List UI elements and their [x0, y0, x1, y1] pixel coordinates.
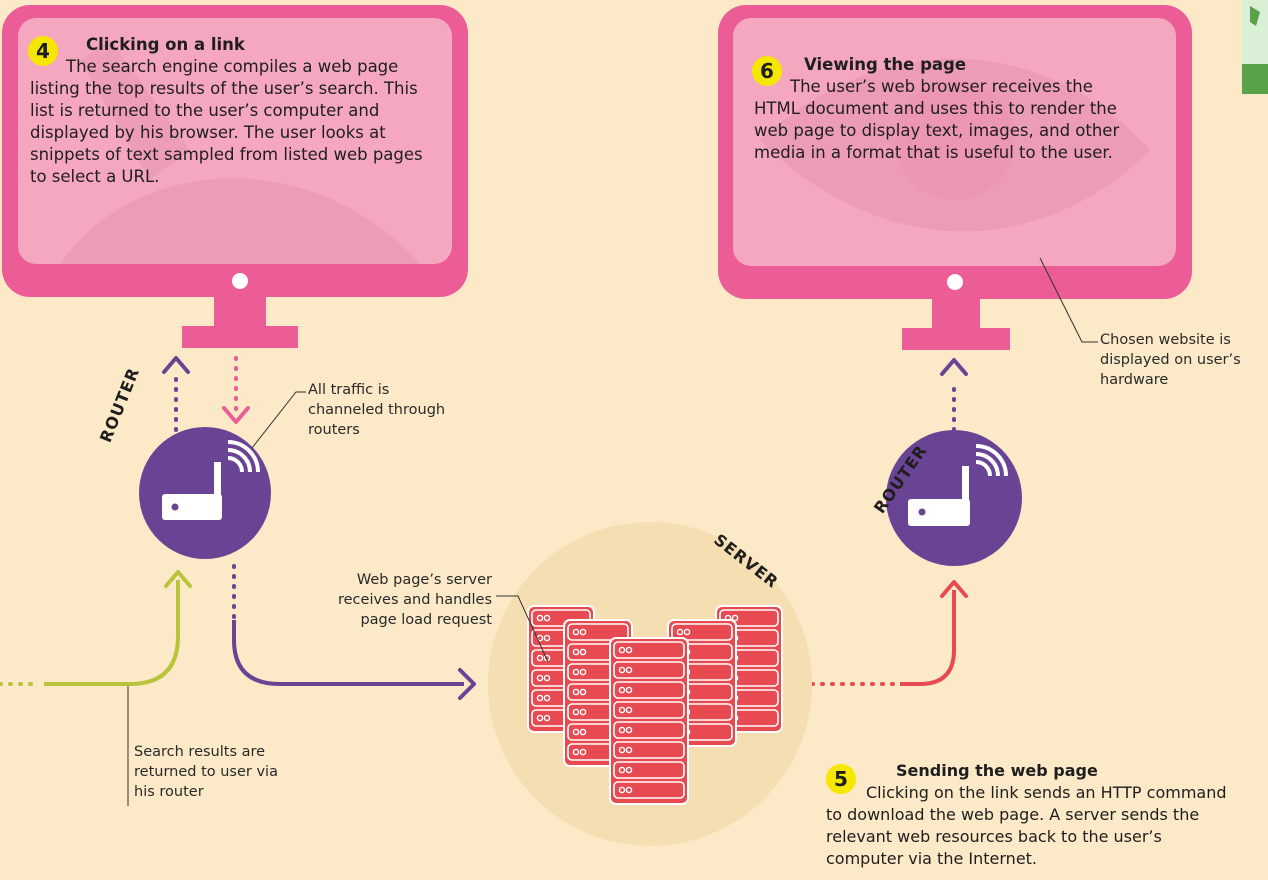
server-led-icon	[543, 634, 551, 642]
monitor-right	[718, 5, 1192, 350]
server-led-icon	[579, 648, 587, 656]
router-left	[139, 427, 271, 559]
server-unit	[613, 761, 685, 779]
server-led-icon	[683, 628, 691, 636]
router-right	[886, 430, 1022, 566]
callout-server-receives: Web page’s server receives and handles p…	[312, 570, 492, 630]
server-cluster	[527, 605, 783, 805]
monitor-left	[2, 5, 468, 348]
step-6-title: Viewing the page	[804, 55, 967, 74]
server-led-icon	[618, 726, 626, 734]
arrow-router-to-monitor-right	[940, 358, 968, 432]
server-led-icon	[618, 766, 626, 774]
leader-traffic	[251, 391, 306, 449]
step-4-text: 4 Clicking on a link The search engine c…	[28, 34, 438, 188]
server-led-icon	[618, 706, 626, 714]
power-button-icon	[947, 274, 963, 290]
leader-chosen-website	[1039, 257, 1098, 343]
server-led-icon	[625, 746, 633, 754]
server-unit	[613, 681, 685, 699]
server-led-icon	[536, 654, 544, 662]
server-led-icon	[625, 706, 633, 714]
arrow-router-to-server	[232, 564, 476, 700]
arrow-router-to-monitor-left	[162, 356, 190, 432]
server-unit	[671, 623, 733, 641]
server-led-icon	[572, 728, 580, 736]
server-led-icon	[579, 748, 587, 756]
server-led-icon	[579, 628, 587, 636]
callout-chosen-website-text: Chosen website is displayed on user’s ha…	[1100, 332, 1241, 388]
server-led-icon	[676, 628, 684, 636]
server-led-icon	[579, 668, 587, 676]
server-unit	[613, 721, 685, 739]
server-led-icon	[618, 786, 626, 794]
arrow-search-results-to-router	[0, 570, 192, 686]
callout-traffic-text: All traffic is channeled through routers	[308, 382, 446, 438]
arrow-monitor-to-router-left	[222, 356, 250, 424]
server-led-icon	[536, 614, 544, 622]
server-led-icon	[579, 708, 587, 716]
server-led-icon	[536, 714, 544, 722]
server-led-icon	[579, 688, 587, 696]
server-led-icon	[572, 628, 580, 636]
server-led-icon	[572, 688, 580, 696]
server-unit	[613, 781, 685, 799]
server-led-icon	[543, 674, 551, 682]
server-led-icon	[543, 694, 551, 702]
server-led-icon	[618, 686, 626, 694]
step-5-body: Clicking on the link sends an HTTP comma…	[826, 783, 1227, 868]
server-unit	[613, 741, 685, 759]
step-4-title: Clicking on a link	[86, 35, 245, 54]
callout-search-results: Search results are returned to user via …	[134, 742, 294, 802]
callout-search-results-text: Search results are returned to user via …	[134, 744, 278, 800]
server-led-icon	[543, 714, 551, 722]
server-led-icon	[625, 786, 633, 794]
server-led-icon	[625, 646, 633, 654]
server-led-icon	[536, 694, 544, 702]
server-led-icon	[543, 614, 551, 622]
step-5-badge: 5	[826, 764, 856, 794]
step-6-body: The user’s web browser receives the HTML…	[754, 77, 1120, 162]
server-led-icon	[572, 748, 580, 756]
server-led-icon	[618, 646, 626, 654]
server-led-icon	[572, 648, 580, 656]
server-led-icon	[625, 726, 633, 734]
server-led-icon	[625, 766, 633, 774]
router-icon	[908, 444, 1008, 526]
server-led-icon	[579, 728, 587, 736]
step-6-badge: 6	[752, 56, 782, 86]
step-5-title: Sending the web page	[896, 761, 1098, 780]
server-led-icon	[731, 614, 739, 622]
server-unit	[613, 701, 685, 719]
callout-traffic: All traffic is channeled through routers	[308, 380, 458, 440]
server-unit	[613, 641, 685, 659]
server-led-icon	[572, 668, 580, 676]
server-led-icon	[625, 666, 633, 674]
router-icon	[162, 440, 260, 520]
step-4-body: The search engine compiles a web page li…	[30, 57, 423, 186]
step-5-text: 5 Sending the web page Clicking on the l…	[826, 760, 1236, 870]
server-led-icon	[625, 686, 633, 694]
server-unit	[567, 623, 629, 641]
power-button-icon	[232, 273, 248, 289]
server-led-icon	[618, 666, 626, 674]
step-6-text: 6 Viewing the page The user’s web browse…	[752, 54, 1126, 164]
arrow-server-to-router-right	[810, 580, 968, 686]
server-led-icon	[572, 708, 580, 716]
leader-server	[496, 595, 549, 663]
server-unit	[613, 661, 685, 679]
callout-chosen-website: Chosen website is displayed on user’s ha…	[1100, 330, 1250, 390]
callout-server-receives-text: Web page’s server receives and handles p…	[337, 572, 492, 628]
server-led-icon	[536, 674, 544, 682]
step-4-badge: 4	[28, 36, 58, 66]
corner-tab-icon	[1242, 0, 1268, 94]
server-led-icon	[618, 746, 626, 754]
